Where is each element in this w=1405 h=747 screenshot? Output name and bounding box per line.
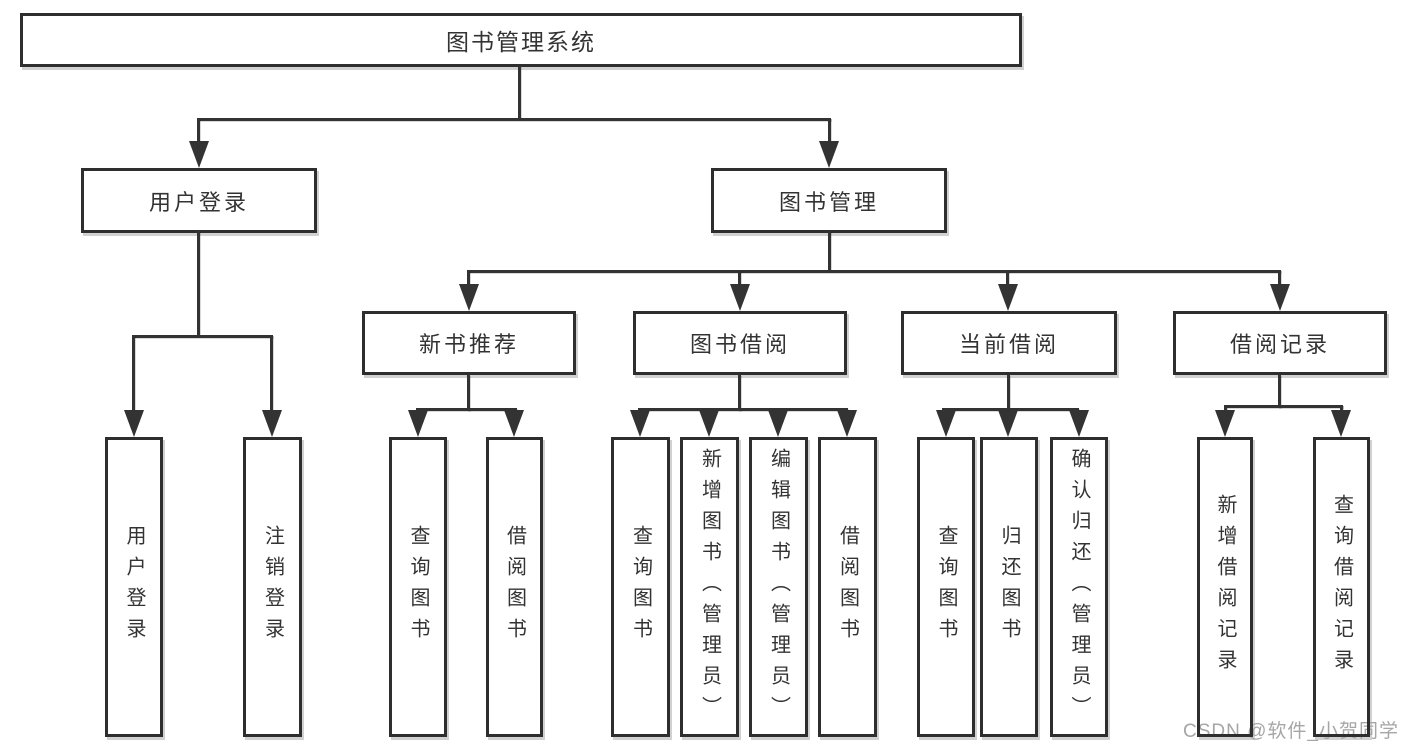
connector-line <box>197 231 200 337</box>
leaf-logout-label: 注销登录 <box>261 525 284 649</box>
arrow-down-icon <box>124 410 144 437</box>
node-root-label: 图书管理系统 <box>446 29 596 55</box>
leaf-user-login: 用户登录 <box>105 437 163 737</box>
leaf-return-books: 归还图书 <box>980 437 1038 737</box>
connector-line <box>1278 270 1281 287</box>
arrow-down-icon <box>998 410 1018 437</box>
node-new-book-recommendation-label: 新书推荐 <box>418 332 519 357</box>
connector-line <box>1224 405 1227 413</box>
arrow-down-icon <box>1270 284 1290 311</box>
leaf-logout: 注销登录 <box>243 437 302 737</box>
leaf-add-books-admin-label: 新增图书（管理员） <box>698 447 721 727</box>
arrow-down-icon <box>1215 410 1235 437</box>
node-current-borrowing: 当前借阅 <box>901 311 1117 375</box>
connector-line <box>828 231 831 272</box>
arrow-down-icon <box>630 410 650 437</box>
node-borrowing-records: 借阅记录 <box>1173 311 1387 375</box>
arrow-down-icon <box>998 284 1018 311</box>
arrow-down-icon <box>730 284 750 311</box>
leaf-borrow-books: 借阅图书 <box>818 437 877 737</box>
connector-line <box>467 270 470 287</box>
node-new-book-recommendation: 新书推荐 <box>362 311 576 375</box>
node-book-borrowing-label: 图书借阅 <box>689 332 790 357</box>
arrow-down-icon <box>504 410 524 437</box>
node-book-management-label: 图书管理 <box>778 189 879 215</box>
leaf-search-borrow-record-label: 查询借阅记录 <box>1330 494 1353 680</box>
leaf-add-books-admin: 新增图书（管理员） <box>680 437 739 737</box>
leaf-search-borrow-record: 查询借阅记录 <box>1313 437 1370 737</box>
connector-line <box>197 118 200 142</box>
leaf-borrow-books-recommend-label: 借阅图书 <box>503 525 526 649</box>
node-user-login: 用户登录 <box>81 168 317 233</box>
connector-line <box>198 118 831 121</box>
arrow-down-icon <box>1331 410 1351 437</box>
arrow-down-icon <box>408 410 428 437</box>
connector-line <box>828 118 831 142</box>
leaf-add-borrow-record-label: 新增借阅记录 <box>1214 494 1236 680</box>
arrow-down-icon <box>699 410 719 437</box>
connector-line <box>416 408 517 411</box>
arrow-down-icon <box>189 141 209 168</box>
connector-line <box>1007 375 1010 411</box>
csdn-watermark: CSDN @软件_小贺同学 <box>1183 721 1399 742</box>
arrow-down-icon <box>936 410 956 437</box>
leaf-search-books-recommend: 查询图书 <box>389 437 447 737</box>
leaf-add-borrow-record: 新增借阅记录 <box>1197 437 1253 737</box>
leaf-search-books-recommend-label: 查询图书 <box>407 525 429 649</box>
connector-line <box>942 408 1079 411</box>
leaf-search-books-current-label: 查询图书 <box>935 525 957 649</box>
connector-line <box>270 335 273 413</box>
node-borrowing-records-label: 借阅记录 <box>1229 332 1330 357</box>
arrow-down-icon <box>837 410 857 437</box>
connector-line <box>1006 270 1009 287</box>
leaf-search-books-borrowing: 查询图书 <box>611 437 670 737</box>
connector-line <box>467 375 470 411</box>
node-book-borrowing: 图书借阅 <box>633 311 847 375</box>
leaf-confirm-return-admin-label: 确认归还（管理员） <box>1068 447 1090 727</box>
connector-line <box>738 375 741 411</box>
connector-line <box>638 408 848 411</box>
leaf-borrow-books-recommend: 借阅图书 <box>486 437 543 737</box>
leaf-return-books-label: 归还图书 <box>998 525 1020 649</box>
arrow-down-icon <box>262 410 282 437</box>
leaf-edit-books-admin-label: 编辑图书（管理员） <box>767 447 790 727</box>
arrow-down-icon <box>819 141 839 168</box>
connector-line <box>738 270 741 287</box>
node-current-borrowing-label: 当前借阅 <box>958 332 1059 357</box>
leaf-user-login-label: 用户登录 <box>123 525 145 649</box>
connector-line <box>1340 405 1343 413</box>
connector-line <box>1278 375 1281 408</box>
connector-line <box>132 335 135 413</box>
node-book-management: 图书管理 <box>711 168 947 233</box>
connector-line <box>518 66 521 120</box>
leaf-search-books-current: 查询图书 <box>917 437 975 737</box>
connector-line <box>468 270 1281 273</box>
leaf-borrow-books-label: 借阅图书 <box>836 525 859 649</box>
arrow-down-icon <box>1069 410 1089 437</box>
arrow-down-icon <box>768 410 788 437</box>
leaf-edit-books-admin: 编辑图书（管理员） <box>749 437 808 737</box>
node-user-login-label: 用户登录 <box>148 189 249 215</box>
leaf-confirm-return-admin: 确认归还（管理员） <box>1050 437 1108 737</box>
leaf-search-books-borrowing-label: 查询图书 <box>629 525 652 649</box>
connector-line <box>133 335 273 338</box>
connector-line <box>1224 405 1343 408</box>
arrow-down-icon <box>459 284 479 311</box>
node-root: 图书管理系统 <box>20 13 1022 67</box>
